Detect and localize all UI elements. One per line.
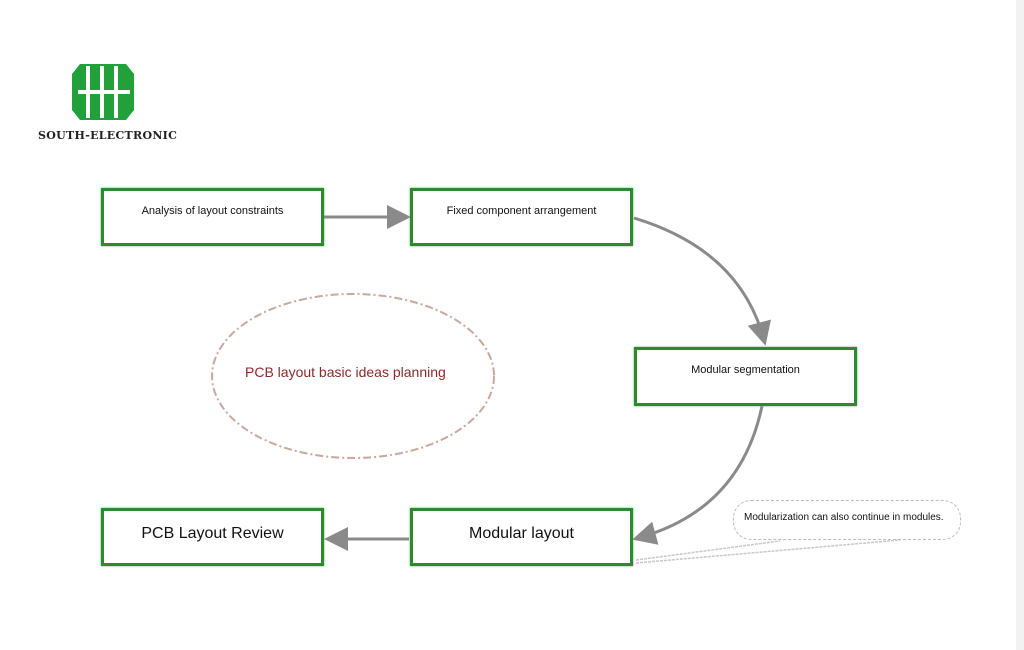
step-fixed-component-arrangement: Fixed component arrangement [410, 188, 633, 246]
step-label: Modular segmentation [691, 364, 800, 376]
page-edge [1016, 0, 1024, 650]
note-text: Modularization can also continue in modu… [744, 512, 944, 523]
note-callout: Modularization can also continue in modu… [733, 500, 961, 540]
brand-name: SOUTH-ELECTRONIC [38, 129, 178, 142]
center-label: PCB layout basic ideas planning [245, 364, 446, 380]
step-label: Analysis of layout constraints [141, 205, 284, 217]
step-label: Modular layout [469, 525, 574, 542]
arrow-3-4 [632, 405, 764, 545]
step-analysis-of-layout-constraints: Analysis of layout constraints [101, 188, 324, 246]
arrow-2-3 [633, 216, 771, 346]
center-ellipse [211, 293, 495, 459]
south-electronic-logo [72, 64, 134, 120]
step-label: PCB Layout Review [141, 525, 284, 542]
step-modular-layout: Modular layout [410, 508, 633, 566]
step-modular-segmentation: Modular segmentation [634, 347, 857, 406]
step-label: Fixed component arrangement [446, 205, 597, 217]
callout-pointer [635, 539, 901, 564]
step-pcb-layout-review: PCB Layout Review [101, 508, 324, 566]
